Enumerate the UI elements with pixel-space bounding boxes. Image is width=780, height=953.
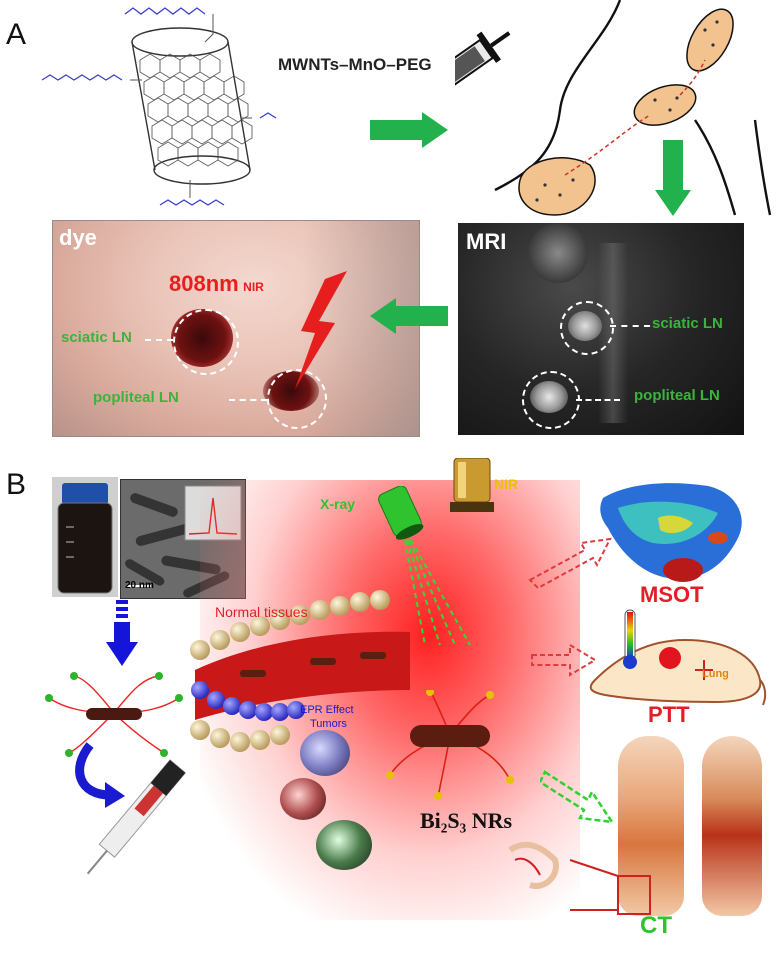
arrow-to-ptt-icon (531, 643, 597, 677)
nanorod-solution-bottle (52, 477, 118, 597)
mri-popliteal-leader (576, 399, 620, 401)
laser-bolt-icon (295, 271, 347, 389)
msot-image (600, 483, 742, 582)
blue-down-arrow-icon (106, 600, 138, 666)
ptt-mouse-diagram (589, 609, 767, 706)
mri-label: MRI (466, 229, 507, 254)
ct-zoom-diagram (508, 841, 651, 915)
tissue-vessel-diagram (190, 590, 410, 752)
scale-bar-label: 20 nm (125, 580, 154, 591)
xray-source-icon (378, 486, 424, 540)
ptt-label: PTT (648, 702, 690, 727)
mri-popliteal-circle (522, 371, 580, 429)
arrow-to-msot-icon (528, 537, 612, 590)
popliteal-ln-circle (267, 369, 327, 429)
xray-label: X-ray (320, 496, 356, 512)
lung-label: Lung (702, 668, 729, 680)
functionalized-nanorod-icon (45, 672, 183, 757)
popliteal-leader-line (229, 399, 267, 401)
laser-wavelength: 808nm (169, 271, 239, 296)
mri-photo: MRI sciatic LN popliteal LN (458, 223, 744, 435)
mwnt-molecule-diagram (41, 7, 277, 206)
laser-type: NIR (243, 280, 264, 294)
ct-image-2 (702, 736, 762, 916)
laser-label: 808nm NIR (169, 271, 264, 297)
xray-beam (404, 540, 471, 646)
nanorods-label: Bi₂S₃ NRs (420, 808, 513, 833)
tumor-sphere-3 (316, 820, 372, 870)
msot-label: MSOT (640, 582, 704, 607)
tumor-sphere-2 (280, 778, 326, 820)
nir-label: NIR (494, 476, 519, 492)
dye-label: dye (59, 225, 97, 250)
tumor-sphere-1 (300, 730, 350, 776)
ct-label: CT (640, 912, 672, 939)
tumors-label: Tumors (310, 718, 347, 730)
panel-b-letter: B (6, 468, 27, 501)
arrow-right-icon (370, 112, 448, 148)
panel-a-letter: A (6, 18, 27, 51)
mri-popliteal-label: popliteal LN (634, 387, 720, 404)
compound-label: MWNTs–MnO–PEG (278, 55, 432, 74)
dye-popliteal-label: popliteal LN (93, 389, 179, 406)
mri-sciatic-label: sciatic LN (652, 315, 723, 332)
mri-sciatic-leader (610, 325, 650, 327)
sciatic-leader-line (145, 339, 173, 341)
epr-effect-label: EPR Effect (300, 704, 354, 716)
arrow-to-ct-icon (540, 770, 615, 824)
normal-tissues-label: Normal tissues (215, 604, 308, 620)
nir-source-icon (450, 458, 494, 512)
arrow-down-icon (655, 140, 691, 216)
arrow-left-icon (370, 298, 448, 334)
central-nanorod-icon (386, 690, 514, 800)
dye-sciatic-label: sciatic LN (61, 329, 132, 346)
mri-sciatic-circle (560, 301, 614, 355)
dye-photo: dye 808nm NIR sciatic LN popliteal LN (52, 220, 420, 437)
lymph-node-injection-diagram (455, 0, 772, 216)
injection-syringe-icon (75, 742, 187, 875)
sciatic-ln-circle (173, 309, 239, 375)
